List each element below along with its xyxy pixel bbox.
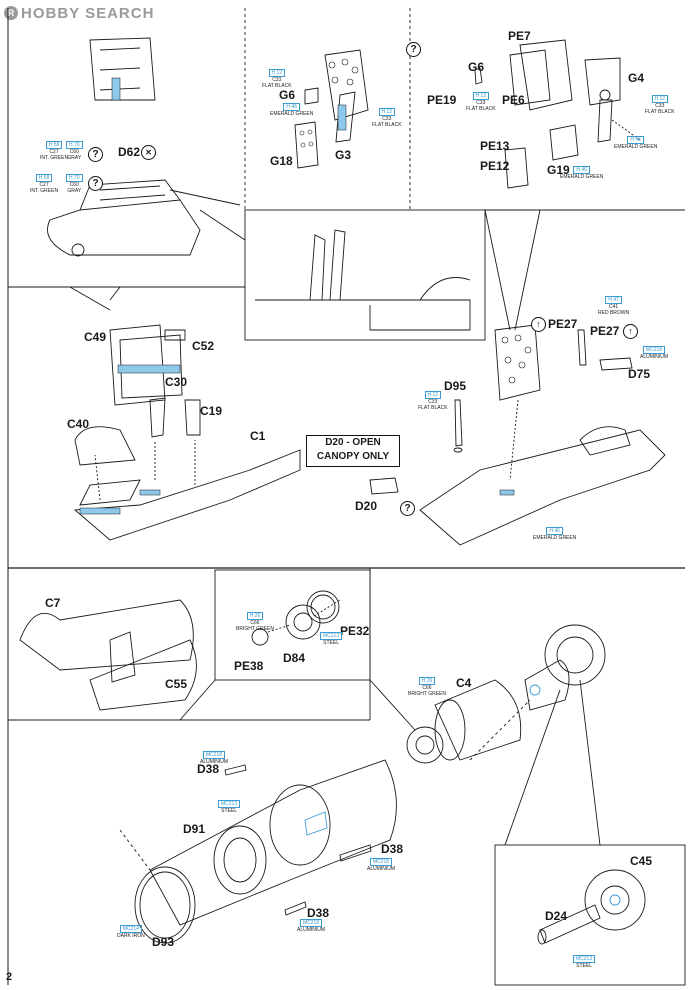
part-label-c7: C7 bbox=[45, 596, 61, 610]
part-label-d75: D75 bbox=[628, 367, 651, 381]
part-label-c55: C55 bbox=[165, 677, 188, 691]
note-open-canopy-only: D20 - OPEN CANOPY ONLY bbox=[306, 435, 400, 467]
part-label-pe27: PE27 bbox=[548, 317, 578, 331]
bend-arrow-icon: ↑ bbox=[623, 324, 638, 339]
part-label-d95: D95 bbox=[444, 379, 467, 393]
frame-cockpit-view bbox=[244, 209, 486, 341]
bend-arrow-icon: ↑ bbox=[531, 317, 546, 332]
note-line-2: CANOPY ONLY bbox=[316, 451, 390, 462]
part-label-d91: D91 bbox=[183, 822, 206, 836]
part-label-d84: D84 bbox=[283, 651, 306, 665]
part-label-pe27: PE27 bbox=[590, 324, 620, 338]
part-label-pe6: PE6 bbox=[502, 93, 525, 107]
part-label-c49: C49 bbox=[84, 330, 107, 344]
part-label-g4: G4 bbox=[628, 71, 645, 85]
page-number: 2 bbox=[6, 971, 13, 983]
part-label-c40: C40 bbox=[67, 417, 90, 431]
question-icon: ? bbox=[406, 42, 421, 57]
note-line-1: D20 - OPEN bbox=[325, 437, 381, 448]
question-icon: ? bbox=[88, 147, 103, 162]
frame-intake-detail bbox=[214, 569, 371, 681]
remove-part-icon: ✕ bbox=[141, 145, 156, 160]
part-label-d20: D20 bbox=[355, 499, 378, 513]
question-icon: ? bbox=[88, 176, 103, 191]
part-label-pe32: PE32 bbox=[340, 624, 370, 638]
part-label-c4: C4 bbox=[456, 676, 472, 690]
part-label-g6: G6 bbox=[468, 60, 485, 74]
part-label-g6: G6 bbox=[279, 88, 296, 102]
part-label-d38: D38 bbox=[381, 842, 404, 856]
part-label-c1: C1 bbox=[250, 429, 266, 443]
part-label-pe12: PE12 bbox=[480, 159, 510, 173]
part-label-g3: G3 bbox=[335, 148, 352, 162]
part-label-pe7: PE7 bbox=[508, 29, 531, 43]
part-label-d93: D93 bbox=[152, 935, 175, 949]
logo-text: HOBBY SEARCH bbox=[21, 4, 155, 22]
part-label-g18: G18 bbox=[270, 154, 293, 168]
part-label-d24: D24 bbox=[545, 909, 568, 923]
part-label-c45: C45 bbox=[630, 854, 653, 868]
part-label-pe13: PE13 bbox=[480, 139, 510, 153]
frame-rear-detail bbox=[494, 844, 686, 986]
part-label-d38: D38 bbox=[307, 906, 330, 920]
question-icon: ? bbox=[400, 501, 415, 516]
part-label-c19: C19 bbox=[200, 404, 223, 418]
part-label-g19: G19 bbox=[547, 163, 570, 177]
part-label-d62: D62 bbox=[118, 145, 141, 159]
part-label-c30: C30 bbox=[165, 375, 188, 389]
part-label-d38: D38 bbox=[197, 762, 220, 776]
part-label-pe19: PE19 bbox=[427, 93, 457, 107]
part-label-c52: C52 bbox=[192, 339, 215, 353]
part-label-pe38: PE38 bbox=[234, 659, 264, 673]
